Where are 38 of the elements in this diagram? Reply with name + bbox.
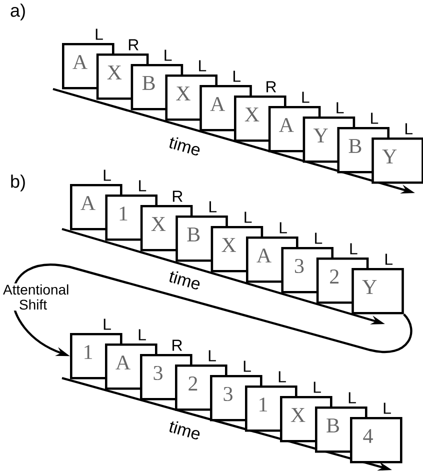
response-label: L	[208, 350, 216, 362]
response-label: R	[172, 190, 182, 202]
response-label: L	[199, 60, 206, 72]
edge-label: Attentional Shift	[3, 284, 68, 310]
response-label: L	[139, 180, 146, 192]
response-label: R	[266, 81, 276, 92]
response-label: L	[280, 222, 287, 234]
response-label: L	[233, 70, 240, 82]
response-label: L	[164, 50, 172, 61]
response-label: L	[348, 392, 356, 404]
response-label: L	[244, 212, 252, 223]
response-label: L	[138, 329, 146, 340]
stimulus-box: Y	[372, 138, 423, 184]
panel-label: b)	[11, 174, 25, 192]
response-label: L	[278, 371, 286, 382]
response-label: L	[314, 382, 321, 393]
axis-label: time	[170, 271, 200, 290]
panel-label: a)	[10, 4, 25, 20]
curved-arrow	[12, 264, 412, 356]
response-label: L	[96, 28, 103, 40]
axis-label: time	[170, 137, 200, 156]
stimulus-box: Y	[352, 268, 404, 314]
response-label: L	[385, 254, 393, 265]
response-label: L	[405, 123, 413, 134]
response-label: L	[350, 243, 358, 254]
response-label: L	[209, 201, 217, 212]
response-label: L	[302, 92, 310, 103]
stimulus-box: 4	[350, 417, 402, 464]
response-label: L	[315, 232, 322, 244]
response-label: L	[244, 360, 251, 372]
response-label: L	[384, 402, 391, 414]
axis-label: time	[170, 421, 200, 440]
response-label: L	[371, 112, 378, 124]
response-label: L	[104, 170, 111, 181]
response-label: R	[172, 340, 182, 351]
response-label: L	[336, 102, 344, 114]
response-label: R	[128, 39, 138, 50]
response-label: L	[104, 318, 111, 330]
